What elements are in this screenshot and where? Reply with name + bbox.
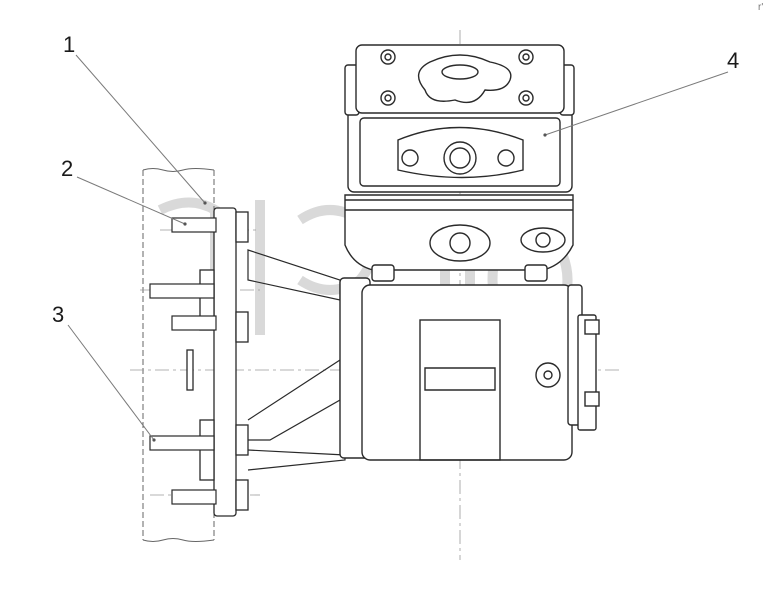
crankcase xyxy=(339,277,600,461)
corner-mark: r' xyxy=(758,2,764,13)
leader-2 xyxy=(76,176,186,225)
callout-4: 4 xyxy=(727,48,740,73)
callout-1: 1 xyxy=(63,32,76,57)
leader-lines xyxy=(67,54,729,441)
cylinder-block xyxy=(344,194,574,282)
leader-3 xyxy=(67,324,155,441)
mounting-flange xyxy=(186,207,249,517)
leader-4 xyxy=(544,71,729,136)
valve-cover xyxy=(344,44,575,116)
cover-bolts xyxy=(380,49,534,106)
callout-3: 3 xyxy=(52,302,65,327)
callout-2: 2 xyxy=(61,156,74,181)
support-bracket xyxy=(247,249,346,471)
mount-studs xyxy=(149,217,217,505)
leader-1 xyxy=(75,54,206,204)
cylinder-head xyxy=(347,109,573,193)
